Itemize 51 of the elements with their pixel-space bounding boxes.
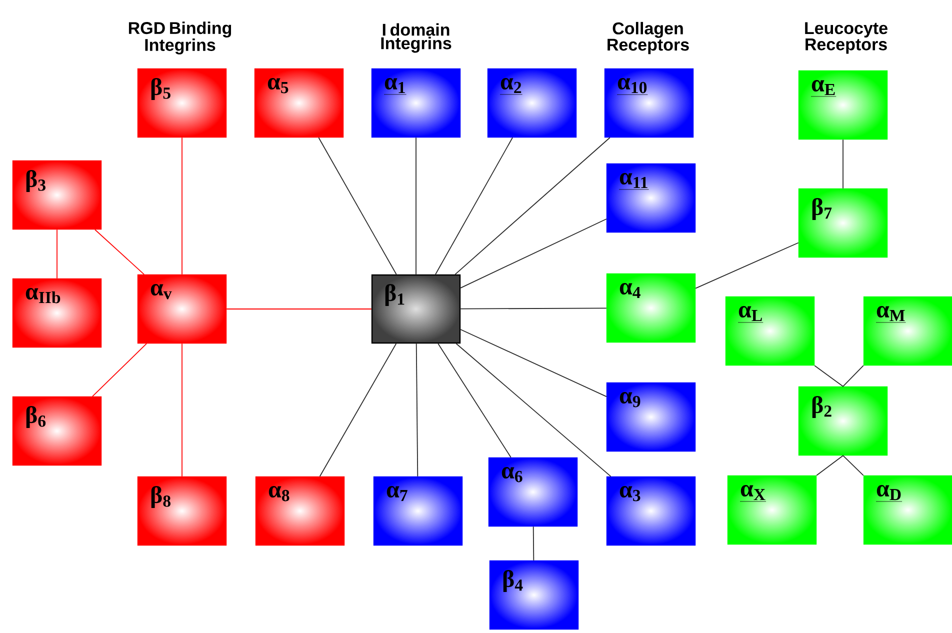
- connector-line: [318, 137, 397, 275]
- connector-line: [435, 137, 513, 275]
- subunit-box: α$_{M}$: [863, 296, 952, 366]
- group-heading: Leucocyte Receptors: [805, 22, 888, 54]
- subunit-box: α$_{3}$: [606, 476, 696, 546]
- subunit-box: α$_{11}$: [606, 163, 696, 233]
- subunit-box: β$_{8}$: [137, 476, 227, 546]
- connector-line: [695, 242, 799, 289]
- subunit-box: α$_{10}$: [604, 68, 694, 138]
- center-box: β$_{1}$: [371, 274, 461, 344]
- connector-line: [416, 343, 418, 477]
- subunit-box: β$_{3}$: [12, 160, 102, 230]
- subunit-box: α$_{2}$: [487, 68, 577, 138]
- subunit-box: α$_{v}$: [137, 274, 227, 344]
- connector-line: [456, 343, 612, 477]
- connector-line: [842, 455, 864, 476]
- connector-line: [816, 455, 844, 476]
- subunit-box: α$_{1}$: [371, 68, 461, 138]
- connector-line: [56, 229, 58, 279]
- connector-line: [94, 229, 145, 275]
- group-heading: Collagen Receptors: [608, 22, 689, 54]
- subunit-box: α$_{X}$: [727, 475, 817, 545]
- subunit-box: α$_{6}$: [488, 457, 578, 527]
- subunit-box: β$_{4}$: [489, 560, 579, 630]
- group-heading: RGD Binding Integrins: [128, 22, 232, 54]
- subunit-box: α$_{8}$: [255, 476, 345, 546]
- subunit-box: α$_{7}$: [373, 476, 463, 546]
- connector-line: [532, 526, 534, 561]
- connector-line: [460, 308, 607, 310]
- subunit-box: α$_{IIb}$: [12, 278, 102, 348]
- subunit-box: β$_{6}$: [12, 396, 102, 466]
- group-heading: I domain Integrins: [381, 23, 452, 53]
- subunit-box: α$_{L}$: [725, 296, 815, 366]
- connector-line: [226, 308, 372, 310]
- subunit-box: α$_{5}$: [254, 68, 344, 138]
- connector-line: [814, 365, 844, 387]
- subunit-box: α$_{E}$: [798, 70, 888, 140]
- subunit-box: β$_{7}$: [798, 188, 888, 258]
- connector-line: [319, 343, 397, 477]
- connector-line: [460, 329, 607, 398]
- connector-line: [92, 343, 148, 397]
- connector-line: [438, 343, 512, 458]
- connector-line: [454, 137, 610, 275]
- connector-line: [842, 139, 844, 189]
- connector-line: [842, 365, 864, 387]
- subunit-box: α$_{4}$: [606, 273, 696, 343]
- subunit-box: β$_{2}$: [798, 386, 888, 456]
- subunit-box: β$_{5}$: [137, 68, 227, 138]
- connector-line: [460, 218, 607, 288]
- subunit-box: α$_{D}$: [863, 475, 952, 545]
- subunit-box: α$_{9}$: [606, 382, 696, 452]
